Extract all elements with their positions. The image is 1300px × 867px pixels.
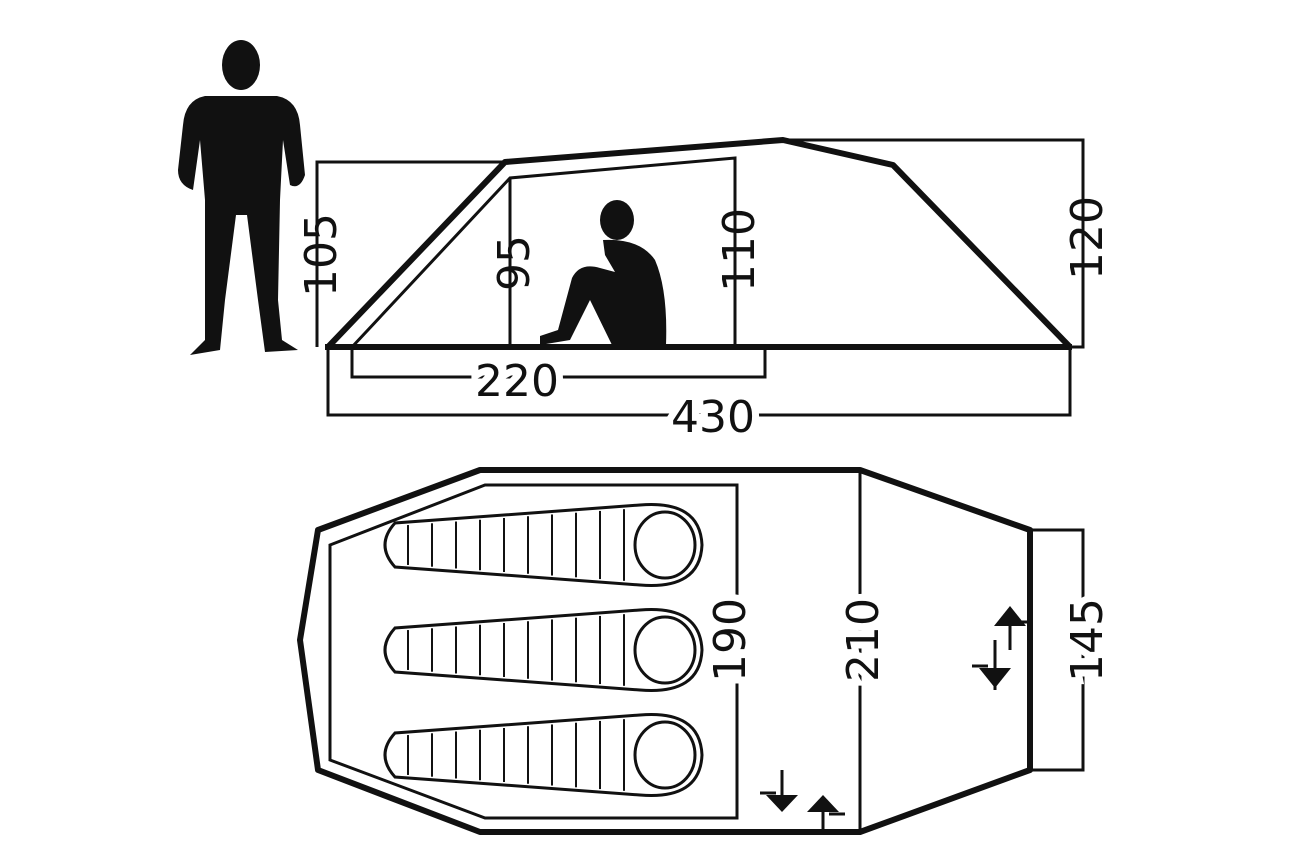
sleeping-bag-icon xyxy=(383,713,704,797)
dim-label-end-width: 145 xyxy=(1062,598,1113,682)
tent-top-view xyxy=(297,467,1085,835)
dim-label-inner-width: 190 xyxy=(705,598,756,682)
tent-side-view xyxy=(315,137,1085,417)
dim-label-inner-length: 220 xyxy=(475,356,559,407)
dim-label-max-height: 120 xyxy=(1062,196,1113,280)
dim-label-inner-low-height: 95 xyxy=(489,235,540,291)
dim-label-inner-high-height: 110 xyxy=(714,208,765,292)
dim-label-total-length: 430 xyxy=(671,392,755,443)
dim-label-entrance-height: 105 xyxy=(296,213,347,297)
door-arrows-front-icon xyxy=(760,770,845,830)
door-arrows-side-icon xyxy=(972,606,1032,690)
dim-label-outer-width: 210 xyxy=(838,598,889,682)
standing-person-icon xyxy=(178,40,305,355)
sleeping-bags xyxy=(383,503,704,797)
sitting-person-icon xyxy=(540,200,667,345)
sleeping-bag-icon xyxy=(383,503,704,587)
sleeping-bag-icon xyxy=(383,608,704,692)
